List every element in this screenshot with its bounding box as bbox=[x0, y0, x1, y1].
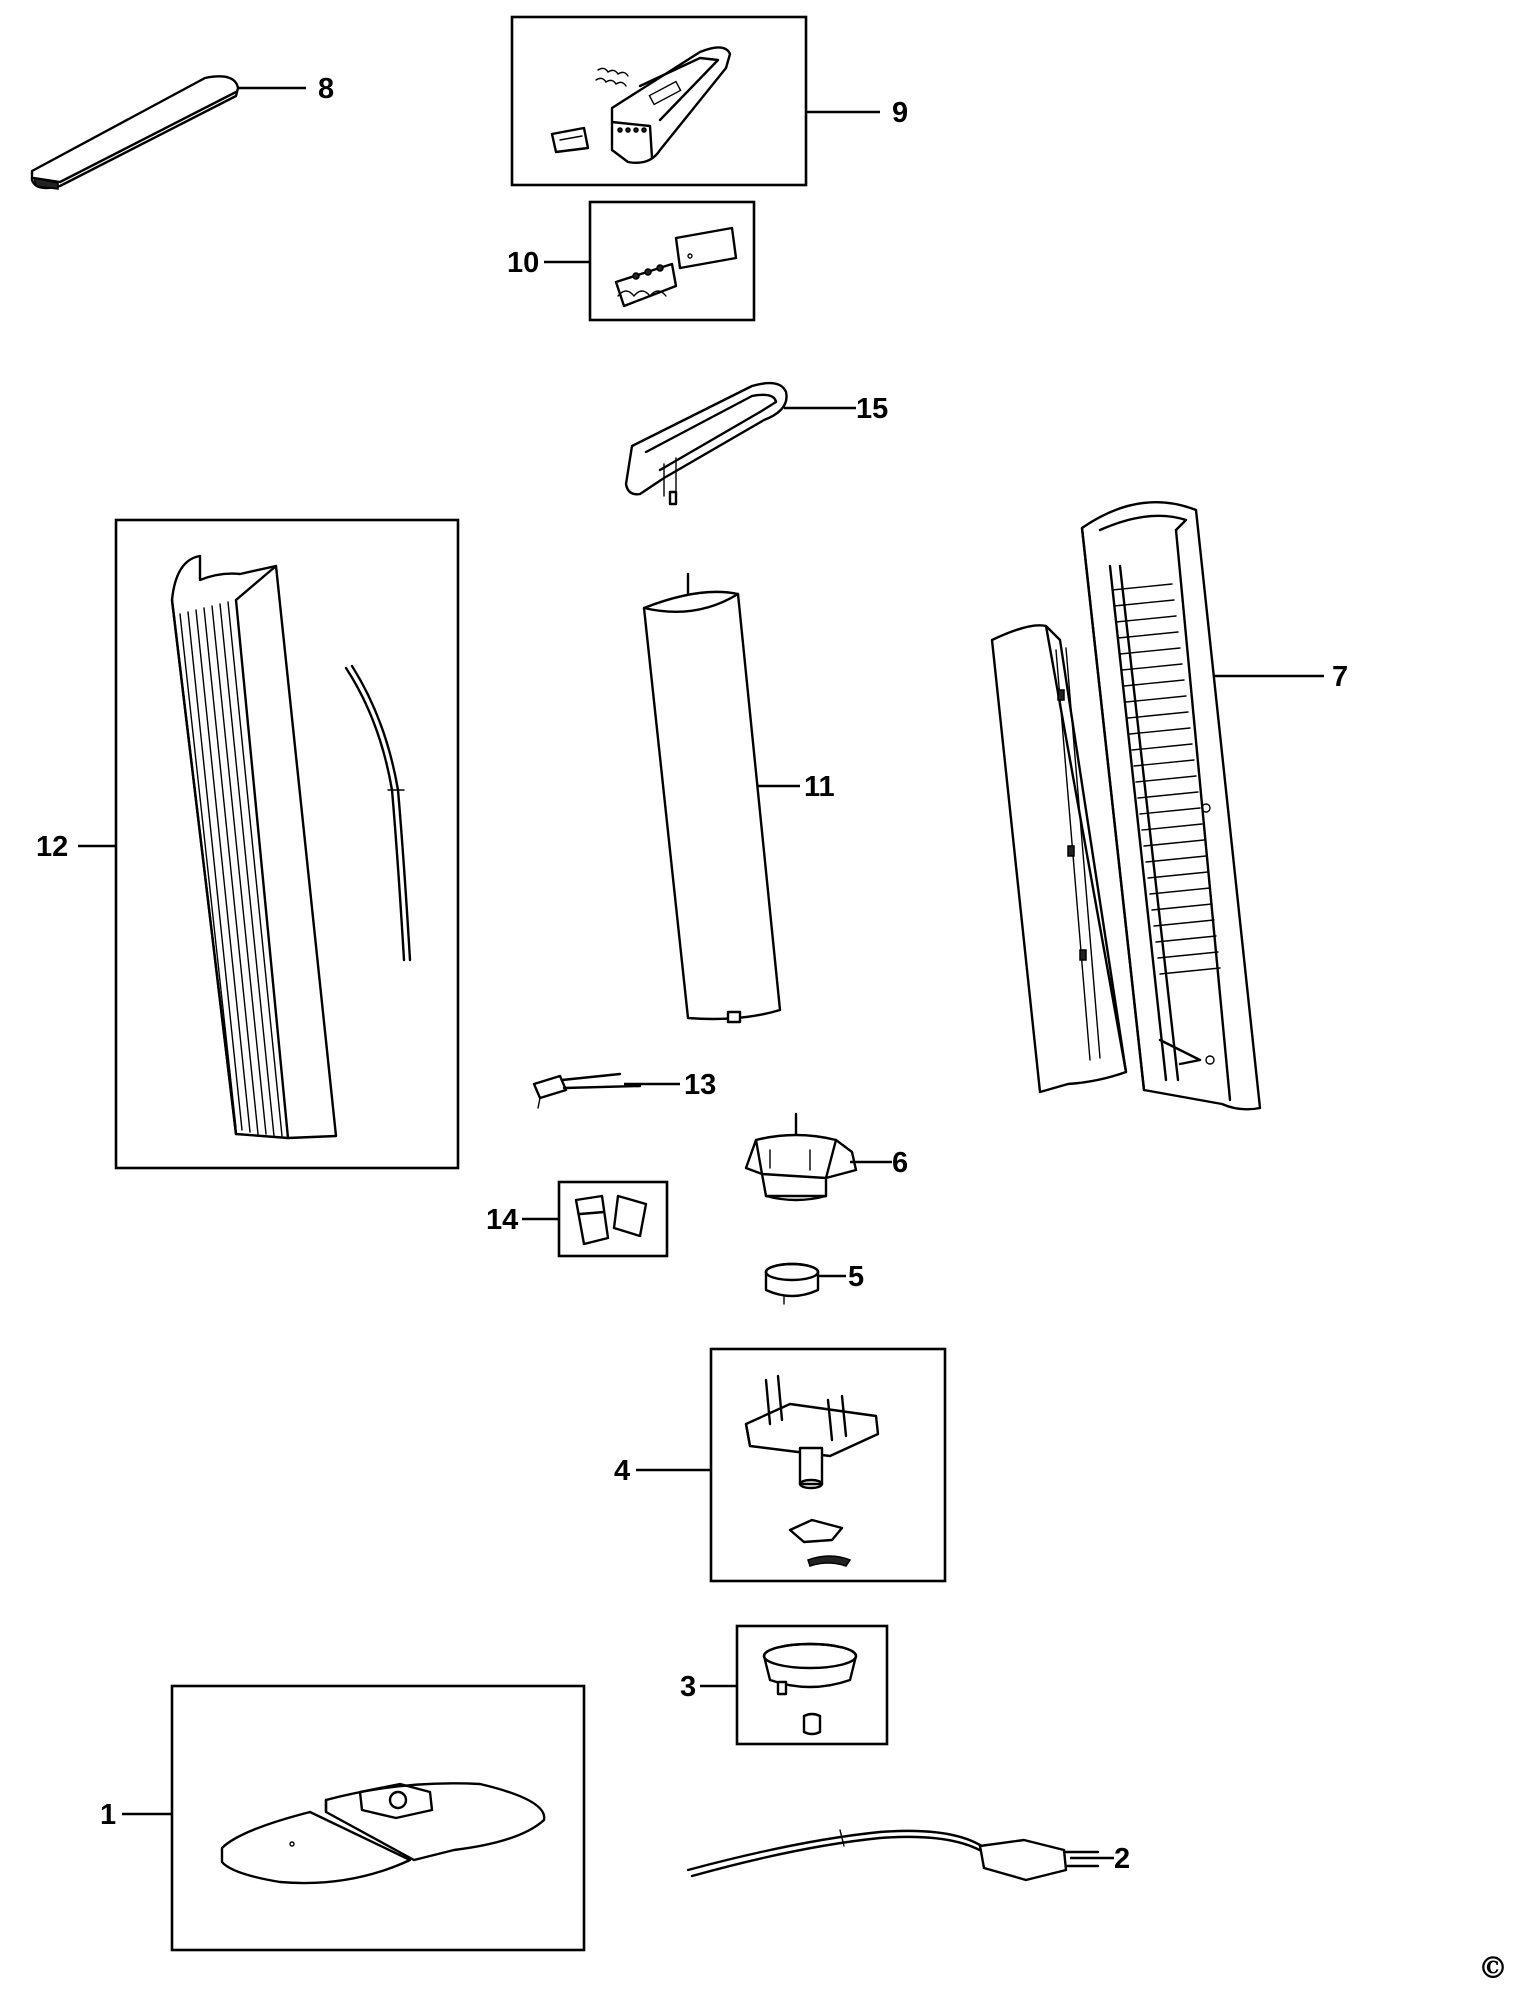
part-5-capacitor bbox=[764, 1262, 820, 1305]
part-9-box bbox=[510, 15, 808, 187]
part-3-rotation-gear bbox=[762, 1642, 858, 1736]
part-10-control-pcb bbox=[614, 226, 738, 308]
callout-6: 6 bbox=[892, 1147, 908, 1179]
part-15-top-frame bbox=[624, 381, 788, 506]
part-12-box bbox=[114, 518, 460, 1170]
part-8-top-cover bbox=[30, 75, 240, 190]
part-6-motor bbox=[744, 1112, 858, 1202]
part-14-switch bbox=[574, 1194, 648, 1246]
part-10-box bbox=[588, 200, 756, 322]
callout-5: 5 bbox=[848, 1261, 864, 1293]
part-2-power-cord bbox=[686, 1829, 1100, 1882]
part-4-motor-base bbox=[744, 1374, 880, 1567]
callout-7: 7 bbox=[1332, 661, 1348, 693]
callout-12: 12 bbox=[36, 831, 68, 863]
callout-4: 4 bbox=[614, 1455, 630, 1487]
grille-slats bbox=[1111, 583, 1221, 975]
part-14-box bbox=[557, 1180, 669, 1258]
part-9-control-housing bbox=[550, 46, 732, 164]
callout-9: 9 bbox=[892, 97, 908, 129]
part-13-sensor bbox=[532, 1072, 642, 1109]
part-4-box bbox=[709, 1347, 947, 1583]
callout-13: 13 bbox=[684, 1069, 716, 1101]
part-12-front-shell bbox=[170, 554, 338, 1140]
callout-10: 10 bbox=[507, 247, 539, 279]
part-12-cable bbox=[344, 664, 412, 962]
callout-8: 8 bbox=[318, 73, 334, 105]
part-7-side-panel bbox=[990, 624, 1128, 1094]
part-11-heating-cylinder bbox=[642, 572, 782, 1024]
part-7-rear-housing bbox=[1080, 501, 1262, 1111]
callout-11: 11 bbox=[804, 771, 835, 803]
part-1-base-plate bbox=[220, 1782, 546, 1885]
callout-1: 1 bbox=[100, 1799, 116, 1831]
callout-14: 14 bbox=[486, 1204, 518, 1236]
callout-2: 2 bbox=[1114, 1843, 1130, 1875]
part-1-box bbox=[170, 1684, 586, 1952]
callout-15: 15 bbox=[856, 393, 888, 425]
callout-3: 3 bbox=[680, 1671, 696, 1703]
copyright-symbol: © bbox=[1478, 1951, 1508, 1986]
